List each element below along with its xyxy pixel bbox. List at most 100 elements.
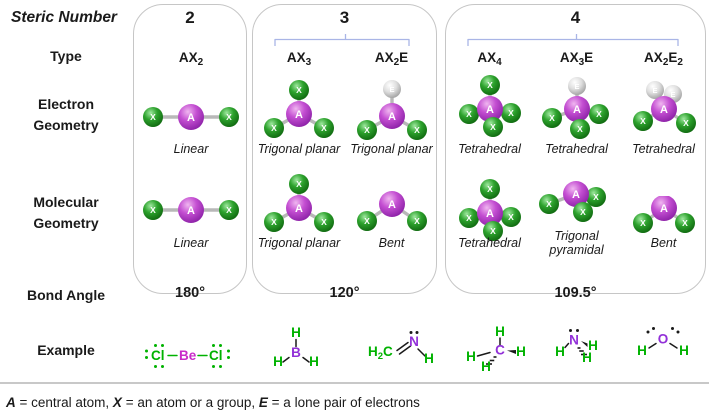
svg-text:Cl: Cl bbox=[151, 348, 165, 363]
svg-text:A: A bbox=[388, 111, 396, 123]
svg-text:H: H bbox=[273, 354, 283, 369]
svg-text:A: A bbox=[388, 199, 396, 211]
type-label: AX2E2 bbox=[644, 50, 683, 68]
svg-text:X: X bbox=[466, 109, 472, 119]
svg-text:X: X bbox=[508, 108, 514, 118]
electron-geometry-label: Trigonal planar bbox=[257, 142, 341, 156]
row-label-example: Example bbox=[37, 342, 95, 358]
steric-number-value: 4 bbox=[570, 8, 581, 27]
svg-text:X: X bbox=[271, 217, 277, 227]
molecular-geometry-label: Bent bbox=[650, 235, 677, 250]
svg-text:H: H bbox=[466, 349, 476, 364]
group-bracket bbox=[274, 34, 410, 46]
molecular-geometry-label: Linear bbox=[173, 235, 209, 250]
row-label-molecular-geometry: Molecular Geometry bbox=[33, 194, 99, 231]
svg-text:A: A bbox=[572, 189, 580, 201]
molecular-geometry-label: Trigonal pyramidal bbox=[549, 228, 604, 257]
svg-text:H: H bbox=[495, 326, 505, 339]
steric-number-value: 3 bbox=[339, 8, 350, 27]
example-structure-h2o: OH H bbox=[637, 327, 689, 358]
svg-text:H: H bbox=[679, 343, 689, 358]
svg-text:O: O bbox=[658, 332, 669, 347]
svg-text:X: X bbox=[226, 205, 232, 215]
svg-text:X: X bbox=[490, 122, 496, 132]
molecular-geometry-figure: X X A bbox=[356, 191, 427, 231]
svg-text:Cl: Cl bbox=[209, 348, 223, 363]
svg-text:X: X bbox=[150, 112, 156, 122]
footer-symbol: E bbox=[258, 395, 268, 410]
footer-symbol: X bbox=[112, 395, 122, 410]
footer-text: = central atom, bbox=[15, 395, 113, 410]
svg-text:X: X bbox=[593, 192, 599, 202]
svg-text:X: X bbox=[580, 207, 586, 217]
type-label: AX4 bbox=[477, 50, 502, 68]
svg-text:X: X bbox=[150, 205, 156, 215]
group-bracket bbox=[467, 34, 679, 46]
footer-legend: A = central atom, X = an atom or a group… bbox=[6, 395, 420, 410]
row-label-type: Type bbox=[50, 48, 82, 64]
svg-text:A: A bbox=[295, 203, 303, 215]
svg-text:B: B bbox=[291, 345, 301, 360]
svg-text:A: A bbox=[295, 109, 303, 121]
footer-text: = a lone pair of electrons bbox=[267, 395, 420, 410]
svg-text:X: X bbox=[414, 125, 420, 135]
svg-text:H: H bbox=[588, 338, 598, 353]
svg-text:E: E bbox=[389, 85, 394, 94]
svg-text:X: X bbox=[321, 217, 327, 227]
svg-text:H: H bbox=[555, 344, 565, 359]
svg-text:E: E bbox=[574, 82, 579, 91]
svg-text:A: A bbox=[573, 104, 581, 116]
svg-text:X: X bbox=[640, 218, 646, 228]
svg-text:E: E bbox=[652, 86, 657, 95]
svg-text:X: X bbox=[487, 80, 493, 90]
svg-text:H: H bbox=[291, 326, 301, 340]
electron-geometry-label: Tetrahedral bbox=[458, 142, 521, 156]
bond-angle-value: 180° bbox=[175, 285, 205, 301]
electron-geometry-label: Tetrahedral bbox=[545, 142, 608, 156]
svg-text:A: A bbox=[660, 104, 668, 116]
svg-text:X: X bbox=[549, 113, 555, 123]
svg-text:X: X bbox=[546, 199, 552, 209]
svg-text:X: X bbox=[682, 218, 688, 228]
electron-geometry-label: Trigonal planar bbox=[350, 142, 433, 156]
svg-text:H: H bbox=[637, 343, 647, 358]
svg-text:X: X bbox=[683, 118, 689, 128]
svg-text:E: E bbox=[670, 90, 675, 99]
svg-text:A: A bbox=[187, 205, 195, 217]
row-label-bond-angle: Bond Angle bbox=[26, 287, 106, 303]
type-label: AX2 bbox=[178, 50, 204, 68]
svg-text:X: X bbox=[226, 112, 232, 122]
svg-text:X: X bbox=[321, 123, 327, 133]
svg-text:A: A bbox=[187, 112, 195, 124]
steric-number-heading: Steric Number bbox=[11, 9, 117, 26]
svg-text:N: N bbox=[409, 334, 419, 349]
footer-symbol: A bbox=[6, 395, 16, 410]
svg-text:Be: Be bbox=[179, 348, 197, 363]
svg-text:X: X bbox=[271, 123, 277, 133]
svg-text:H: H bbox=[481, 359, 491, 374]
svg-text:X: X bbox=[364, 216, 370, 226]
electron-geometry-label: Linear bbox=[173, 142, 209, 156]
type-label: AX3E bbox=[559, 50, 594, 68]
svg-text:X: X bbox=[490, 226, 496, 236]
footer-divider bbox=[0, 382, 709, 384]
svg-text:X: X bbox=[414, 216, 420, 226]
